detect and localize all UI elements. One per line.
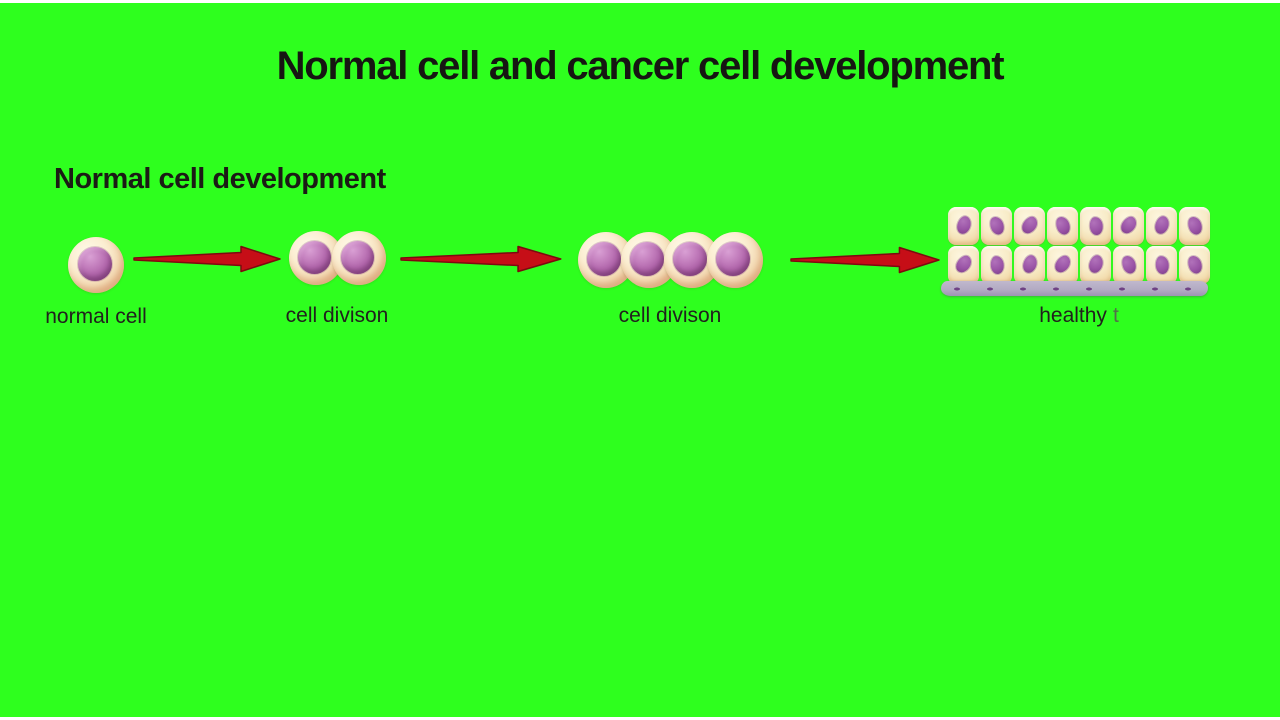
tissue-nucleus-icon xyxy=(952,253,974,276)
tissue-cell-icon xyxy=(1014,207,1045,245)
tissue-cell-icon xyxy=(1146,246,1177,284)
nucleus-icon xyxy=(630,242,665,277)
tissue-cell-icon xyxy=(1179,207,1210,245)
tissue-nucleus-icon xyxy=(1185,214,1204,237)
cell-group xyxy=(257,231,417,285)
tissue-nucleus-icon xyxy=(1051,253,1073,276)
nucleus-icon xyxy=(716,242,751,277)
tissue-nucleus-icon xyxy=(1086,253,1105,275)
tissue-cell-icon xyxy=(1080,207,1111,245)
tissue-cell-icon xyxy=(1179,246,1210,284)
nucleus-icon xyxy=(297,240,331,274)
tissue-nucleus-icon xyxy=(1088,216,1104,236)
stage-cell-division-1: cell divison xyxy=(257,231,417,327)
cell-group xyxy=(570,232,770,288)
stage-label-typing-text: t xyxy=(1112,304,1119,327)
tissue-cell-icon xyxy=(1014,246,1045,284)
section-title: Normal cell development xyxy=(54,163,386,195)
tissue-cell-icon xyxy=(1047,246,1078,284)
tissue-nucleus-icon xyxy=(1020,253,1039,275)
tissue-cell-icon xyxy=(948,246,979,284)
stage-cell-division-2: cell divison xyxy=(570,232,770,327)
cell-icon xyxy=(706,232,763,288)
stage-normal-cell: normal cell xyxy=(16,237,176,328)
nucleus-icon xyxy=(340,240,374,274)
tissue-nucleus-icon xyxy=(987,214,1006,237)
tissue-nucleus-icon xyxy=(1117,214,1139,237)
tissue-cell-icon xyxy=(981,207,1012,245)
tissue-cell-icon xyxy=(948,207,979,245)
tissue-nucleus-icon xyxy=(989,255,1005,275)
tissue-nucleus-icon xyxy=(1185,253,1204,276)
tissue-cell-icon xyxy=(1080,246,1111,284)
tissue-cell-icon xyxy=(1113,246,1144,284)
tissue-block xyxy=(948,207,1210,284)
stage-label: cell divison xyxy=(285,304,389,327)
basement-membrane xyxy=(941,281,1208,296)
tissue-nucleus-icon xyxy=(1119,253,1138,276)
nucleus-icon xyxy=(673,242,708,277)
cell-group xyxy=(16,237,176,293)
diagram-title: Normal cell and cancer cell development xyxy=(276,44,1005,88)
tissue-nucleus-icon xyxy=(1152,214,1171,236)
tissue-cell-icon xyxy=(1146,207,1177,245)
bottom-frame-strip xyxy=(0,717,1280,720)
tissue-nucleus-icon xyxy=(1018,214,1040,237)
red-arrow-icon xyxy=(133,245,281,273)
stage-label-text: healthy xyxy=(1039,304,1107,327)
nucleus-icon xyxy=(77,247,112,282)
tissue-cell-icon xyxy=(981,246,1012,284)
red-arrow-icon xyxy=(400,245,562,273)
tissue-cell-icon xyxy=(1113,207,1144,245)
nucleus-icon xyxy=(587,242,622,277)
stage-label: cell divison xyxy=(618,304,722,327)
tissue-nucleus-icon xyxy=(1154,255,1170,275)
tissue-nucleus-icon xyxy=(1053,214,1072,237)
cell-icon xyxy=(577,232,634,288)
cell-icon xyxy=(68,237,124,293)
cell-icon xyxy=(331,231,386,285)
red-arrow-icon xyxy=(790,246,940,274)
tissue-cell-icon xyxy=(1047,207,1078,245)
top-frame-strip xyxy=(0,0,1280,3)
stage-label: normal cell xyxy=(45,305,147,328)
tissue-nucleus-icon xyxy=(954,214,973,236)
